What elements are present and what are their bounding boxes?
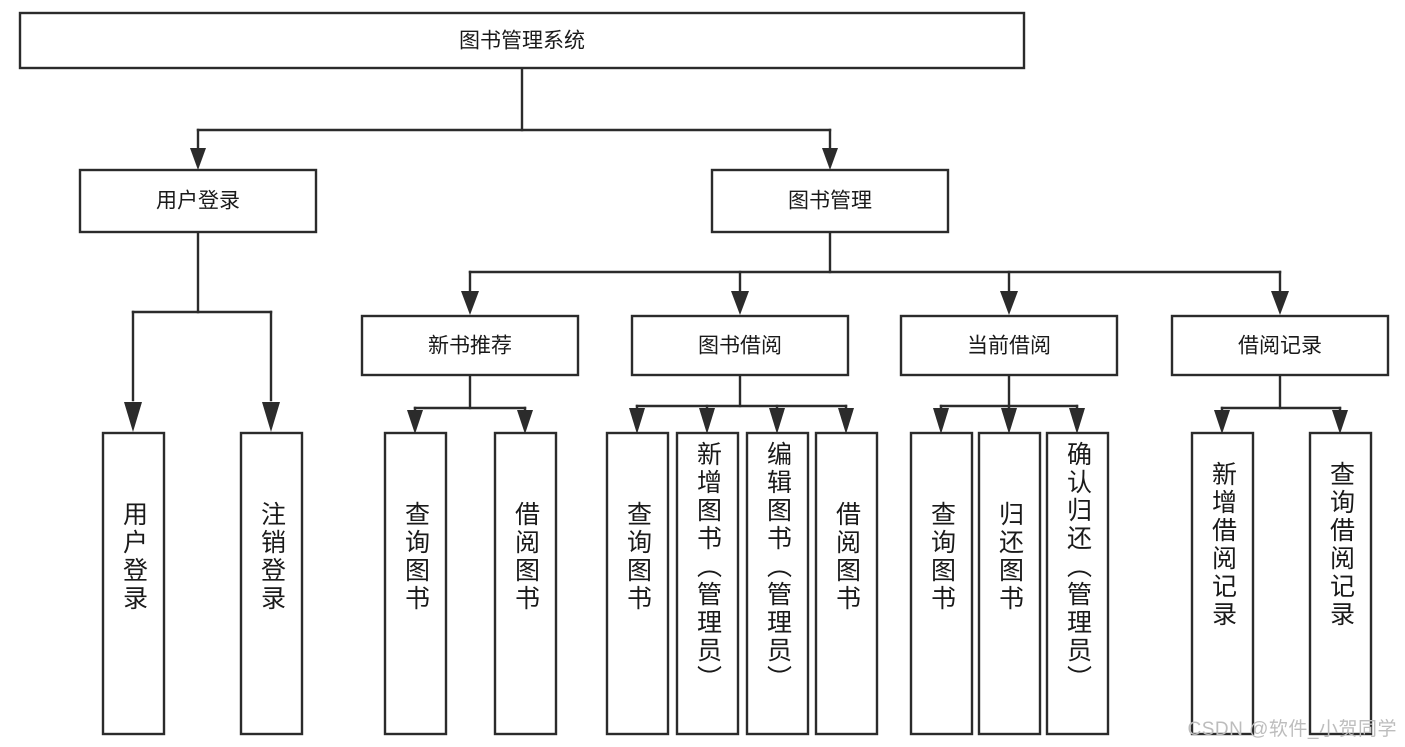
node-root-box[interactable] <box>18 11 1026 70</box>
arrowhead-leaf-bb-query <box>629 408 645 434</box>
node-current-borrow[interactable]: 当前借阅 <box>899 314 1119 377</box>
node-borrow-record[interactable]: 借阅记录 <box>1170 314 1390 377</box>
arrowhead-bookborrow <box>731 291 749 315</box>
node-book-management-label: 图书管理 <box>788 190 872 213</box>
connector-group <box>124 66 1348 434</box>
leaf-box-newbook-query[interactable] <box>383 431 448 736</box>
leaf-box-br-add[interactable] <box>1190 431 1255 736</box>
node-borrow-record-box[interactable] <box>1170 314 1390 377</box>
node-book-management-box[interactable] <box>710 168 950 234</box>
node-book-borrow[interactable]: 图书借阅 <box>630 314 850 377</box>
arrowhead-leaf-cb-query <box>933 408 949 434</box>
leaf-box-bb-query[interactable] <box>605 431 670 736</box>
arrowhead-bookmgmt <box>822 148 838 170</box>
arrowhead-leaf-newbook-query <box>407 410 423 434</box>
node-book-borrow-box[interactable] <box>630 314 850 377</box>
arrowhead-leaf-br-query <box>1332 410 1348 434</box>
arrowhead-leaf-user-logout <box>262 402 280 432</box>
arrowhead-leaf-user-login <box>124 402 142 432</box>
leaf-box-bb-add[interactable] <box>675 431 740 736</box>
node-current-borrow-box[interactable] <box>899 314 1119 377</box>
leaf-box-bb-edit[interactable] <box>745 431 810 736</box>
node-book-borrow-label: 图书借阅 <box>698 335 782 358</box>
leaf-box-cb-query[interactable] <box>909 431 974 736</box>
node-root-label: 图书管理系统 <box>459 30 585 53</box>
node-book-management[interactable]: 图书管理 <box>710 168 950 234</box>
node-borrow-record-label: 借阅记录 <box>1238 335 1322 358</box>
leaf-box-newbook-borrow[interactable] <box>493 431 558 736</box>
leaf-box-cb-confirm[interactable] <box>1045 431 1110 736</box>
node-root[interactable]: 图书管理系统 <box>18 11 1026 70</box>
node-current-borrow-label: 当前借阅 <box>967 335 1051 358</box>
node-user-login[interactable]: 用户登录 <box>78 168 318 234</box>
arrowhead-leaf-bb-add <box>699 408 715 434</box>
arrowhead-leaf-bb-borrow <box>838 408 854 434</box>
leaf-box-user-login[interactable] <box>101 431 166 736</box>
arrowhead-userlogin <box>190 148 206 170</box>
leaf-box-user-logout[interactable] <box>239 431 304 736</box>
arrowhead-newbook <box>461 291 479 315</box>
arrowhead-borrowrecord <box>1271 291 1289 315</box>
node-new-book-recommend[interactable]: 新书推荐 <box>360 314 580 377</box>
leaf-box-br-query[interactable] <box>1308 431 1373 736</box>
arrowhead-leaf-br-add <box>1214 410 1230 434</box>
csdn-watermark: CSDN @软件_小贺同学 <box>1187 719 1397 740</box>
arrowhead-leaf-cb-return <box>1001 408 1017 434</box>
node-new-book-recommend-box[interactable] <box>360 314 580 377</box>
arrowhead-leaf-newbook-borrow <box>517 410 533 434</box>
node-user-login-box[interactable] <box>78 168 318 234</box>
leaf-box-cb-return[interactable] <box>977 431 1042 736</box>
node-user-login-label: 用户登录 <box>156 190 240 213</box>
leaf-box-bb-borrow[interactable] <box>814 431 879 736</box>
arrowhead-leaf-cb-confirm <box>1069 408 1085 434</box>
node-new-book-recommend-label: 新书推荐 <box>428 335 512 358</box>
arrowhead-leaf-bb-edit <box>769 408 785 434</box>
arrowhead-currentborrow <box>1000 291 1018 315</box>
